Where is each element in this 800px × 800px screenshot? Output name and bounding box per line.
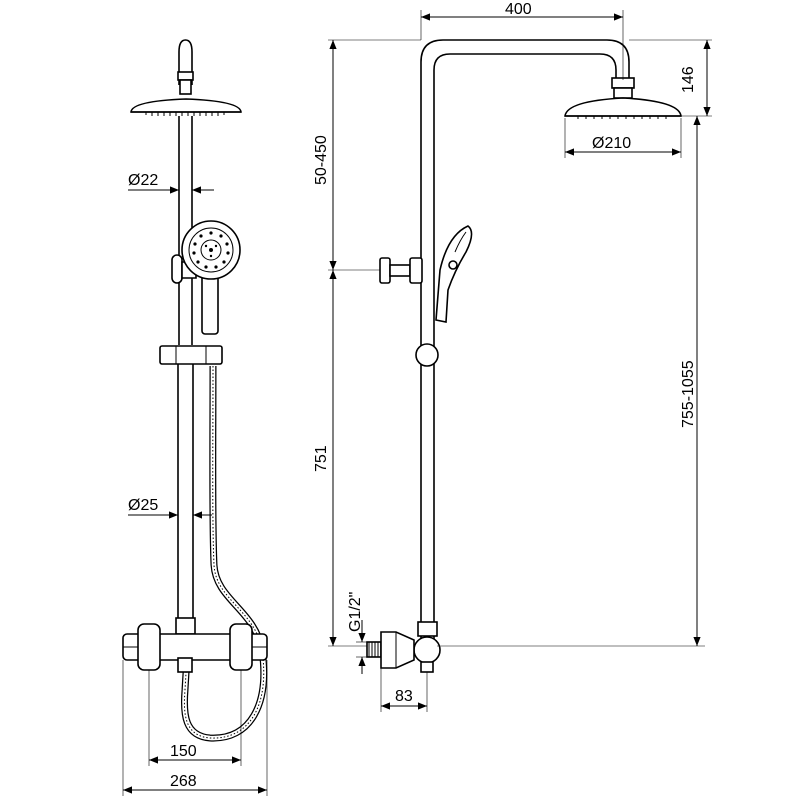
dim-total-height: 755-1055	[680, 360, 697, 428]
side-mixer-outlet	[420, 661, 434, 673]
dim-thread-size: G1/2"	[347, 592, 364, 632]
dim-top-width: 400	[505, 1, 532, 18]
front-connector	[177, 71, 194, 81]
side-column-outer	[420, 39, 630, 640]
side-slider-knob	[415, 343, 439, 367]
dim-bar-height: 751	[313, 445, 330, 472]
front-mixer-handle-left	[137, 623, 161, 671]
front-dimensions: Ø22 Ø25 150 268	[122, 172, 268, 796]
side-pipe-nut	[417, 621, 438, 637]
side-wall-bracket-plate	[379, 257, 391, 284]
front-handshower-nozzles	[192, 231, 230, 269]
front-rain-head-nozzles	[145, 112, 225, 116]
side-wall-bracket-clamp	[409, 257, 423, 284]
side-mixer-valve	[413, 636, 441, 664]
front-pipe-nut	[175, 617, 196, 635]
side-head-connector-nut	[613, 87, 633, 99]
front-mixer-handle-right	[229, 623, 253, 671]
front-view	[122, 39, 268, 742]
front-rain-head	[130, 98, 242, 113]
dim-pipe-lower-diameter: Ø25	[128, 497, 158, 514]
front-handshower-handle	[201, 271, 219, 335]
front-slider	[159, 345, 223, 365]
front-top-pipe	[178, 39, 193, 85]
side-eccentric-connector	[380, 631, 415, 669]
side-view	[366, 39, 682, 673]
side-wall-bracket-arm	[389, 264, 411, 277]
front-connector-nut	[179, 79, 192, 95]
front-mixer-outlet	[177, 657, 193, 673]
dim-pipe-upper-diameter: Ø22	[128, 172, 158, 189]
dim-valve-offset: 83	[395, 688, 413, 705]
dim-adjust-range: 50-450	[313, 135, 330, 185]
front-hose	[180, 365, 268, 742]
dim-inlet-spacing: 150	[170, 743, 197, 760]
side-column-inner	[433, 53, 617, 640]
side-dimensions: 400 Ø210 146 755-1055 50-450 751 G1/2"	[313, 1, 712, 712]
dim-head-diameter: Ø210	[592, 135, 631, 152]
front-holder-knob	[171, 254, 183, 284]
dim-overall-width: 268	[170, 773, 197, 790]
side-handshower	[435, 225, 473, 323]
side-rain-head	[564, 97, 682, 117]
dim-head-height: 146	[680, 66, 697, 93]
